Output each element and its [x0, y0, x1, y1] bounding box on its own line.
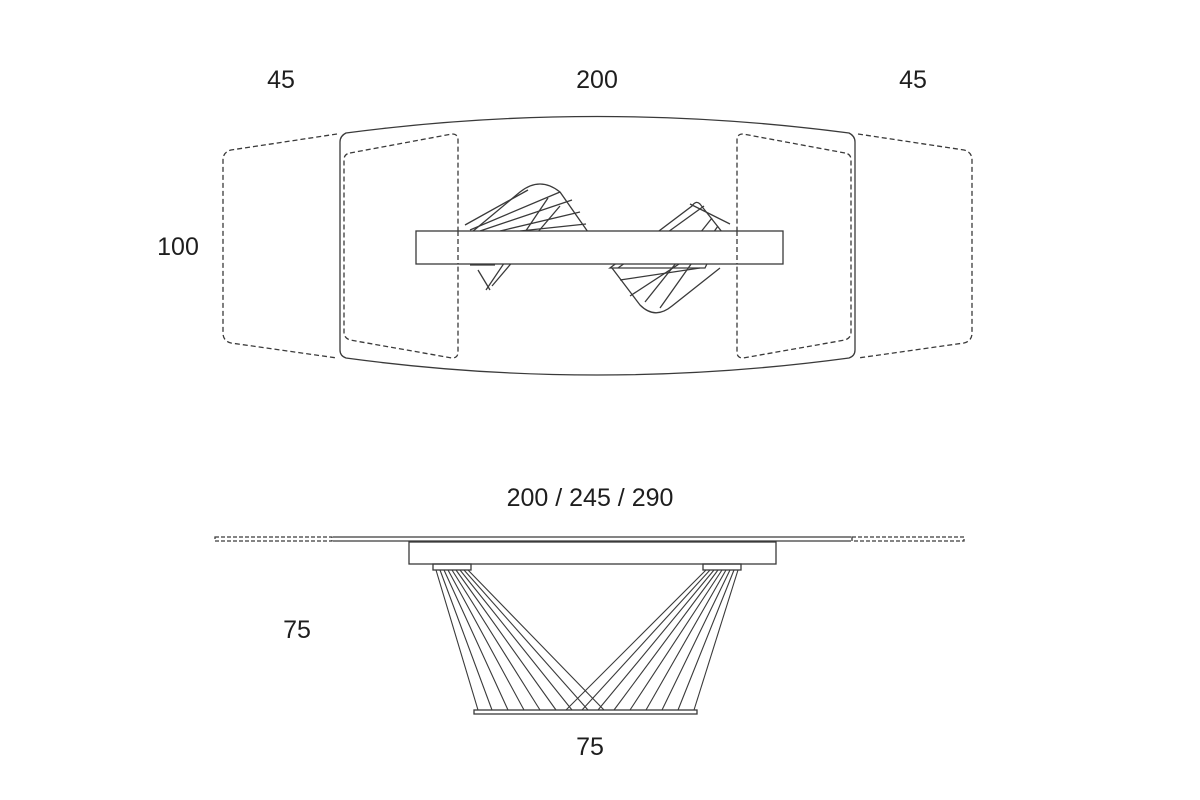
side-base-bar: [473, 709, 698, 715]
left-leg-rod: [477, 269, 491, 291]
left-leg-rod: [519, 223, 587, 232]
side-view: [214, 536, 965, 715]
right-extension-leaf: [857, 133, 973, 359]
dim-side-height: 75: [283, 616, 311, 644]
dim-side-base: 75: [576, 733, 604, 761]
side-left-leg-rods: [435, 569, 605, 711]
right-leg-rod: [619, 267, 701, 281]
side-left-extension: [214, 536, 333, 542]
side-right-leg-rods: [565, 569, 739, 711]
dim-top-left-leaf: 45: [267, 66, 295, 94]
side-frame: [408, 541, 777, 565]
side-left-mount: [432, 563, 472, 571]
left-leg-rod: [479, 199, 573, 232]
frame-beam: [415, 230, 784, 265]
table-top-outline: [339, 115, 856, 376]
dim-side-length: 200 / 245 / 290: [506, 484, 674, 512]
left-leg-rod: [499, 211, 581, 232]
left-leg-rod: [464, 189, 529, 226]
left-leg-rod: [469, 191, 561, 231]
left-extension-leaf: [222, 133, 338, 359]
right-leg-base: [611, 267, 721, 314]
left-leg-plate: [470, 183, 590, 233]
dim-top-depth: 100: [157, 233, 199, 261]
side-right-mount: [702, 563, 742, 571]
dim-top-right-leaf: 45: [899, 66, 927, 94]
top-view: [222, 115, 973, 376]
dim-top-center: 200: [576, 66, 618, 94]
right-leg-rod: [689, 203, 731, 225]
side-right-extension: [851, 536, 965, 542]
